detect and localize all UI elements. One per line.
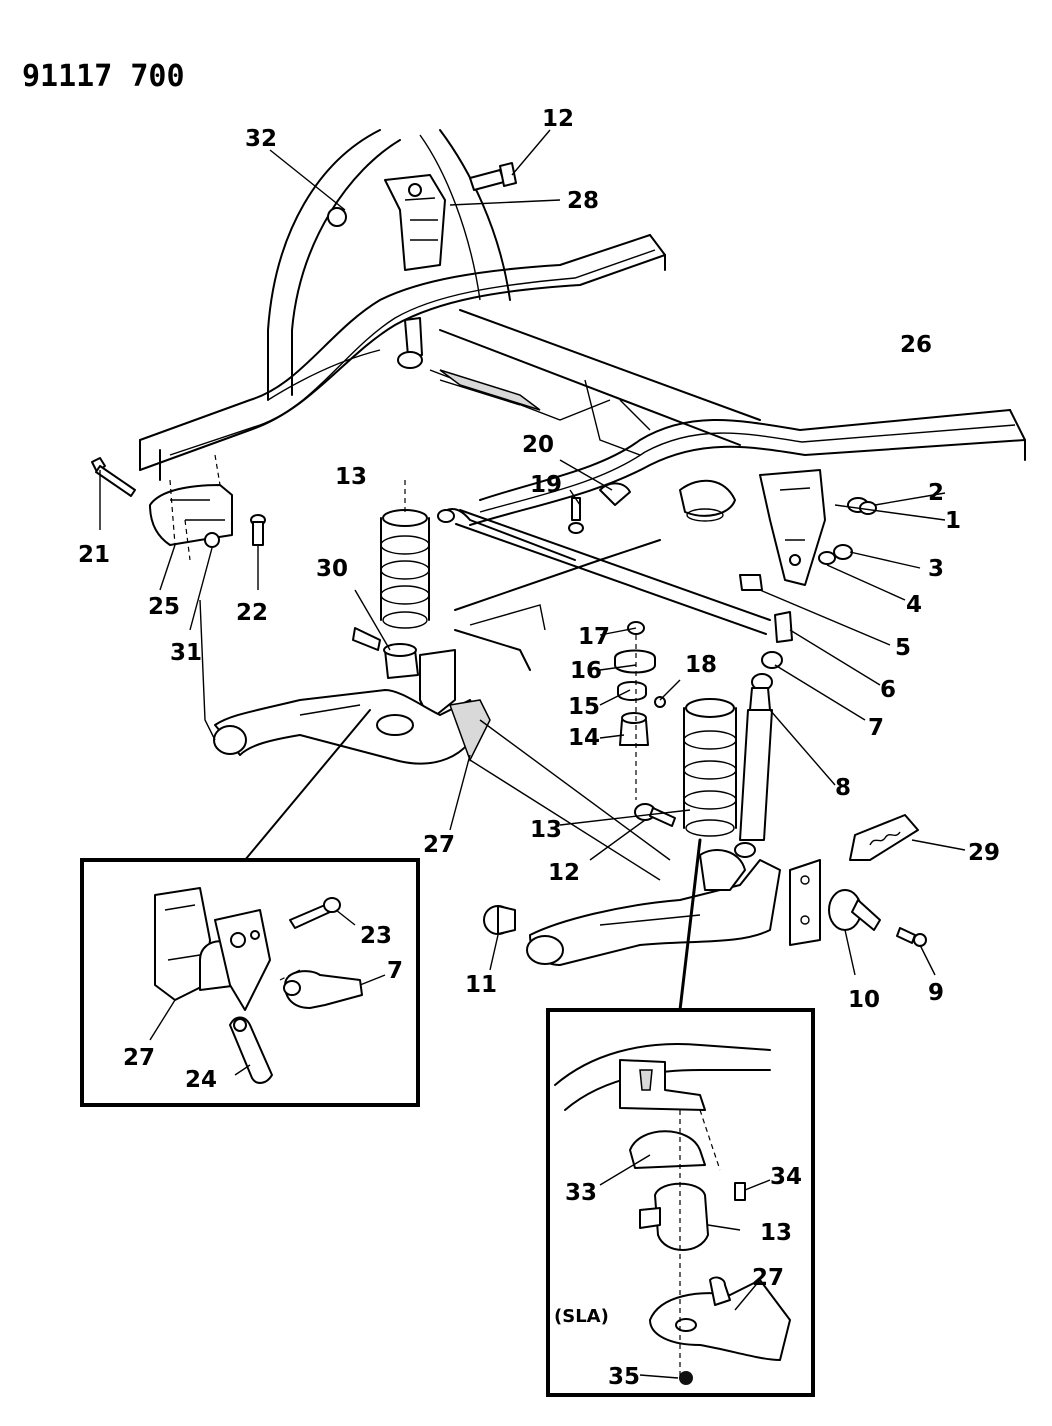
inset-left-parts	[154, 887, 363, 1084]
callout-14: 14	[568, 725, 600, 751]
coil-spring-13-upper	[380, 480, 430, 629]
callout-12-lower: 12	[548, 860, 580, 886]
sla-label: (SLA)	[554, 1306, 609, 1327]
callout-33: 33	[565, 1180, 597, 1206]
callout-35: 35	[608, 1364, 640, 1390]
lower-control-arm	[526, 849, 781, 966]
leader-arm-left	[199, 599, 216, 741]
bolt-12-top	[469, 162, 517, 191]
assembly-lines-left	[169, 454, 221, 561]
bolt-21	[91, 457, 136, 497]
callout-23: 23	[360, 923, 392, 949]
wheel-house	[267, 129, 511, 401]
bushing-3-4	[818, 544, 853, 565]
bushing-11	[483, 905, 516, 935]
coil-spring-13-lower	[683, 698, 737, 837]
leader-lines	[99, 129, 966, 1379]
inset-right-parts	[554, 1043, 791, 1385]
callout-32: 32	[245, 126, 277, 152]
callout-7: 7	[868, 715, 884, 741]
callout-5: 5	[895, 635, 911, 661]
callout-30: 30	[316, 556, 348, 582]
callout-24: 24	[185, 1067, 217, 1093]
callout-13-lower: 13	[530, 817, 562, 843]
callout-25: 25	[148, 594, 180, 620]
mount-bracket	[759, 469, 826, 586]
control-arm-27	[213, 689, 671, 881]
callout-6: 6	[880, 677, 896, 703]
callout-12-top: 12	[542, 106, 574, 132]
leader-inset-right	[678, 838, 702, 1012]
bracket-25	[149, 484, 233, 548]
callout-27-inset-left: 27	[123, 1045, 155, 1071]
bolt-19-20	[568, 482, 631, 534]
sway-bar	[437, 508, 576, 561]
nut-32	[327, 207, 347, 227]
isolator-stack	[614, 621, 666, 800]
callout-17: 17	[578, 624, 610, 650]
callout-27-main: 27	[423, 832, 455, 858]
shield-29	[849, 814, 919, 861]
leader-inset-left	[244, 709, 371, 861]
shock-bracket-28	[384, 174, 446, 271]
callout-1: 1	[945, 508, 961, 534]
callout-34: 34	[770, 1164, 802, 1190]
callout-26: 26	[900, 332, 932, 358]
strut-rod	[455, 509, 793, 669]
frame-26	[139, 234, 1026, 671]
callout-21: 21	[78, 542, 110, 568]
knuckle-plate	[789, 859, 821, 946]
diagram-code: 91117 700	[22, 59, 185, 94]
callout-11: 11	[465, 972, 497, 998]
bolt-22	[250, 514, 266, 546]
callout-3: 3	[928, 556, 944, 582]
bushing-2-1	[847, 497, 877, 515]
callout-13-inset: 13	[760, 1220, 792, 1246]
ball-joint-10	[828, 889, 881, 931]
callout-7-inset: 7	[387, 958, 403, 984]
callout-labels: 2 1 3 4 5 6 7 8 9 10 11 12 12 13 13 13 1…	[78, 106, 1000, 1390]
spring-seat	[679, 479, 736, 522]
upper-shock-mount	[397, 317, 423, 369]
callout-18: 18	[685, 652, 717, 678]
callout-10: 10	[848, 987, 880, 1013]
callout-15: 15	[568, 694, 600, 720]
callout-16: 16	[570, 658, 602, 684]
callout-19: 19	[530, 472, 562, 498]
callout-2: 2	[928, 480, 944, 506]
callout-20: 20	[522, 432, 554, 458]
callout-9: 9	[928, 980, 944, 1006]
callout-8: 8	[835, 775, 851, 801]
inset-frame-left	[80, 858, 420, 1107]
callout-4: 4	[906, 592, 922, 618]
callout-22: 22	[236, 600, 268, 626]
inset-frame-right	[546, 1008, 815, 1397]
bolt-9	[896, 927, 927, 947]
callout-27-inset-right: 27	[752, 1265, 784, 1291]
callout-31: 31	[170, 640, 202, 666]
callout-29: 29	[968, 840, 1000, 866]
shock-absorber-8	[734, 673, 773, 858]
callout-28: 28	[567, 188, 599, 214]
callout-13-upper: 13	[335, 464, 367, 490]
knuckle-30	[352, 627, 456, 721]
